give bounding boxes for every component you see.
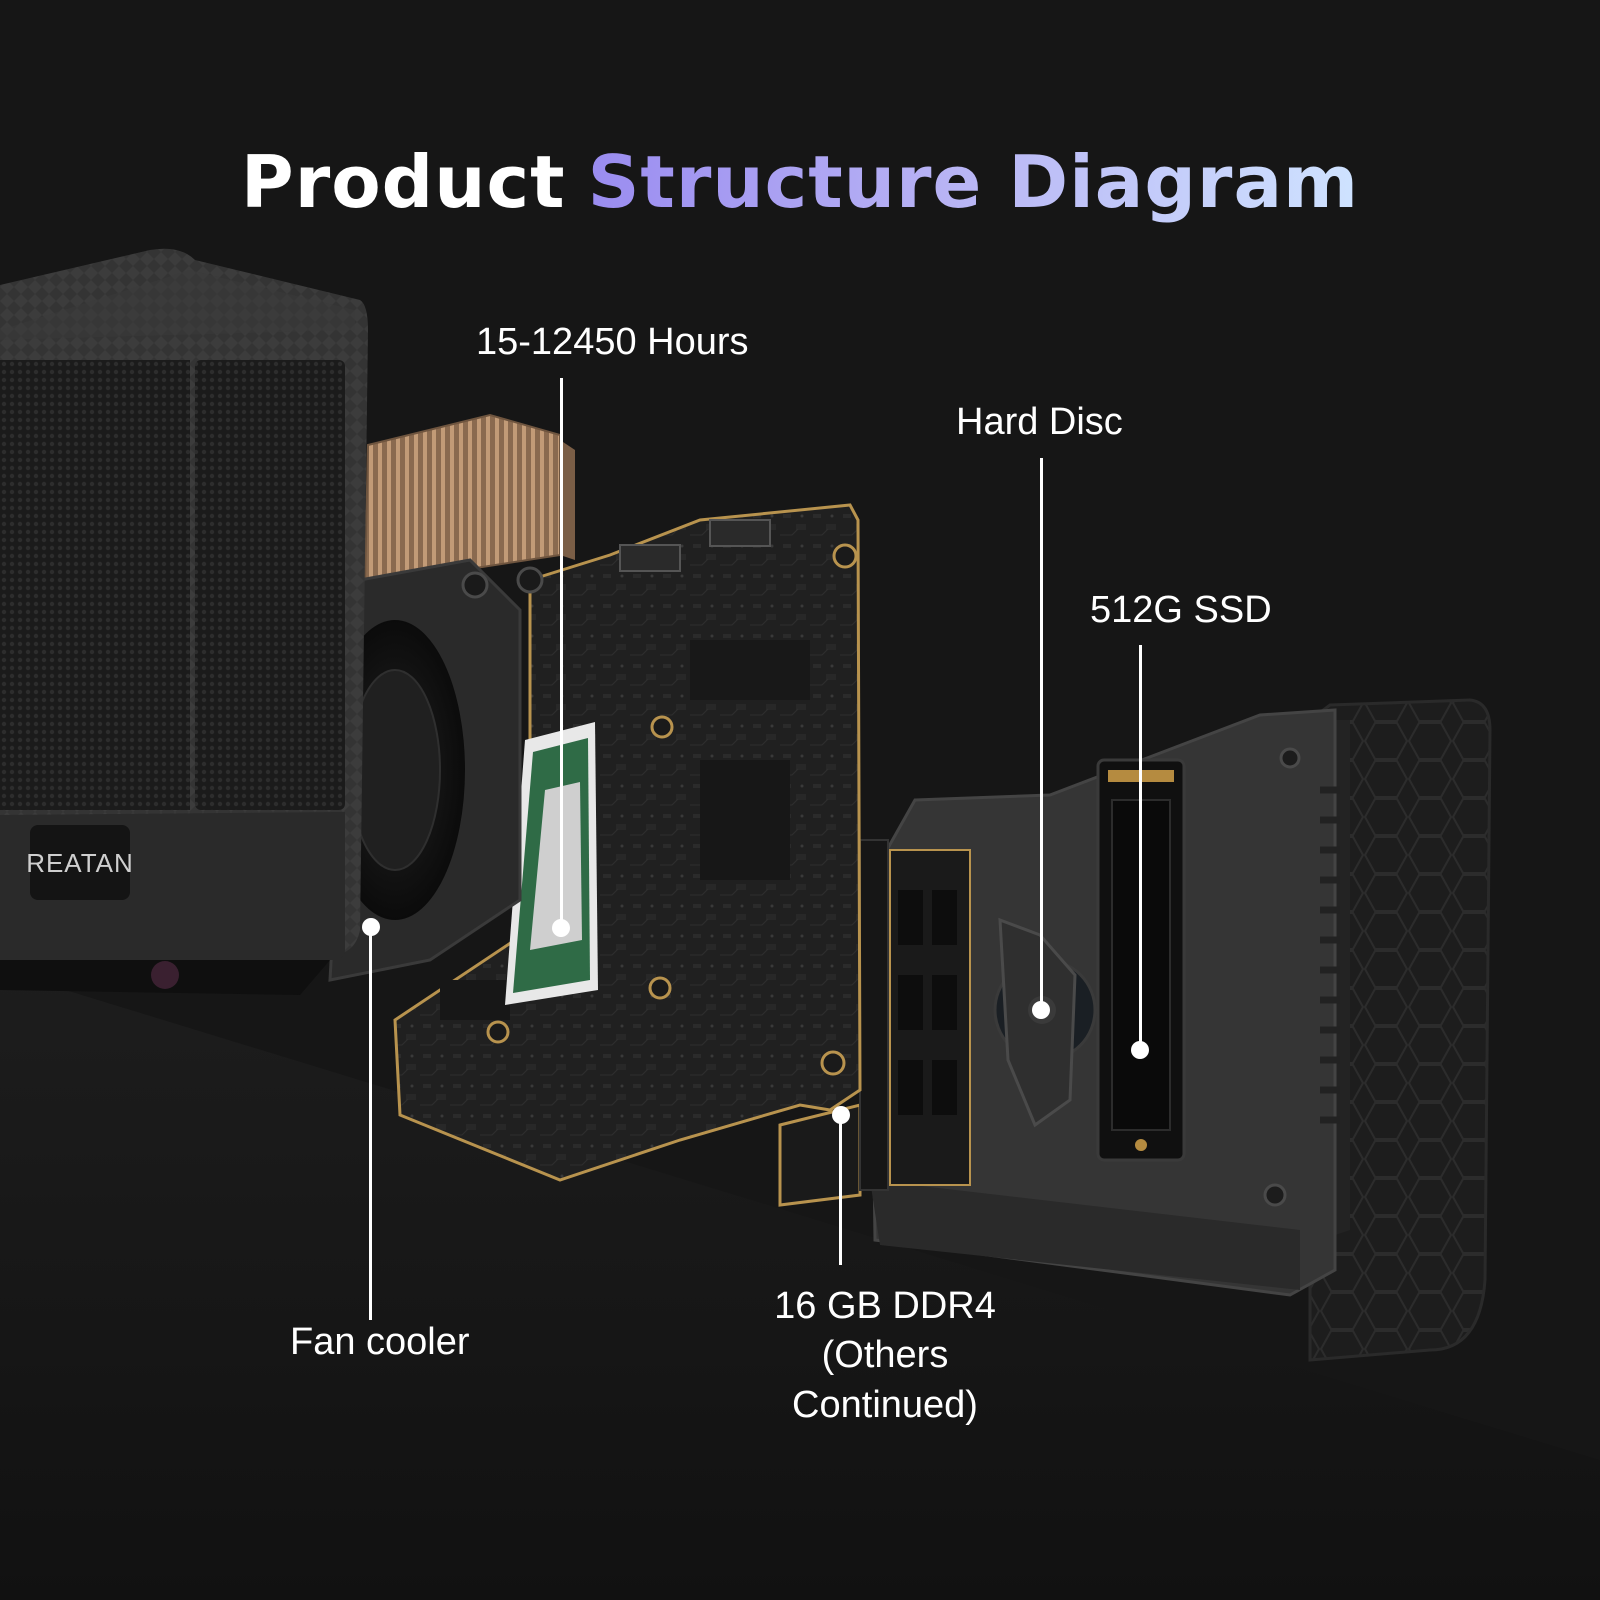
floor-surface (0, 970, 1600, 1600)
callout-line-fan (369, 927, 372, 1320)
callout-label-cpu: 15-12450 Hours (476, 321, 749, 363)
cpu-chip-icon (505, 722, 598, 1005)
callout-dot-ssd (1131, 1041, 1149, 1059)
brand-logo-text: REATAN (26, 848, 134, 878)
callout-label-ram-line2: (Others (821, 1334, 949, 1377)
callout-label-fan: Fan cooler (290, 1321, 470, 1363)
title-part-structure-diagram: Structure Diagram (587, 140, 1360, 224)
callout-line-ssd (1139, 645, 1142, 1050)
callout-line-ram (839, 1115, 842, 1265)
motherboard (393, 503, 862, 1182)
title-part-product: Product (240, 140, 566, 224)
callout-label-ram: 16 GB DDR4 (Others Continued) (760, 1282, 1010, 1430)
callout-label-ram-line1: 16 GB DDR4 (774, 1285, 996, 1327)
callout-dot-hard-disc (1032, 1001, 1050, 1019)
callout-label-hard-disc: Hard Disc (956, 401, 1123, 443)
callout-label-ram-line3: Continued) (792, 1383, 978, 1426)
brand-logo-plate (30, 825, 130, 900)
callout-label-ssd: 512G SSD (1090, 589, 1272, 631)
left-casing: REATAN (0, 248, 368, 995)
callout-line-cpu (560, 378, 563, 928)
callout-line-hard-disc (1040, 458, 1043, 1010)
callout-dot-cpu (552, 919, 570, 937)
